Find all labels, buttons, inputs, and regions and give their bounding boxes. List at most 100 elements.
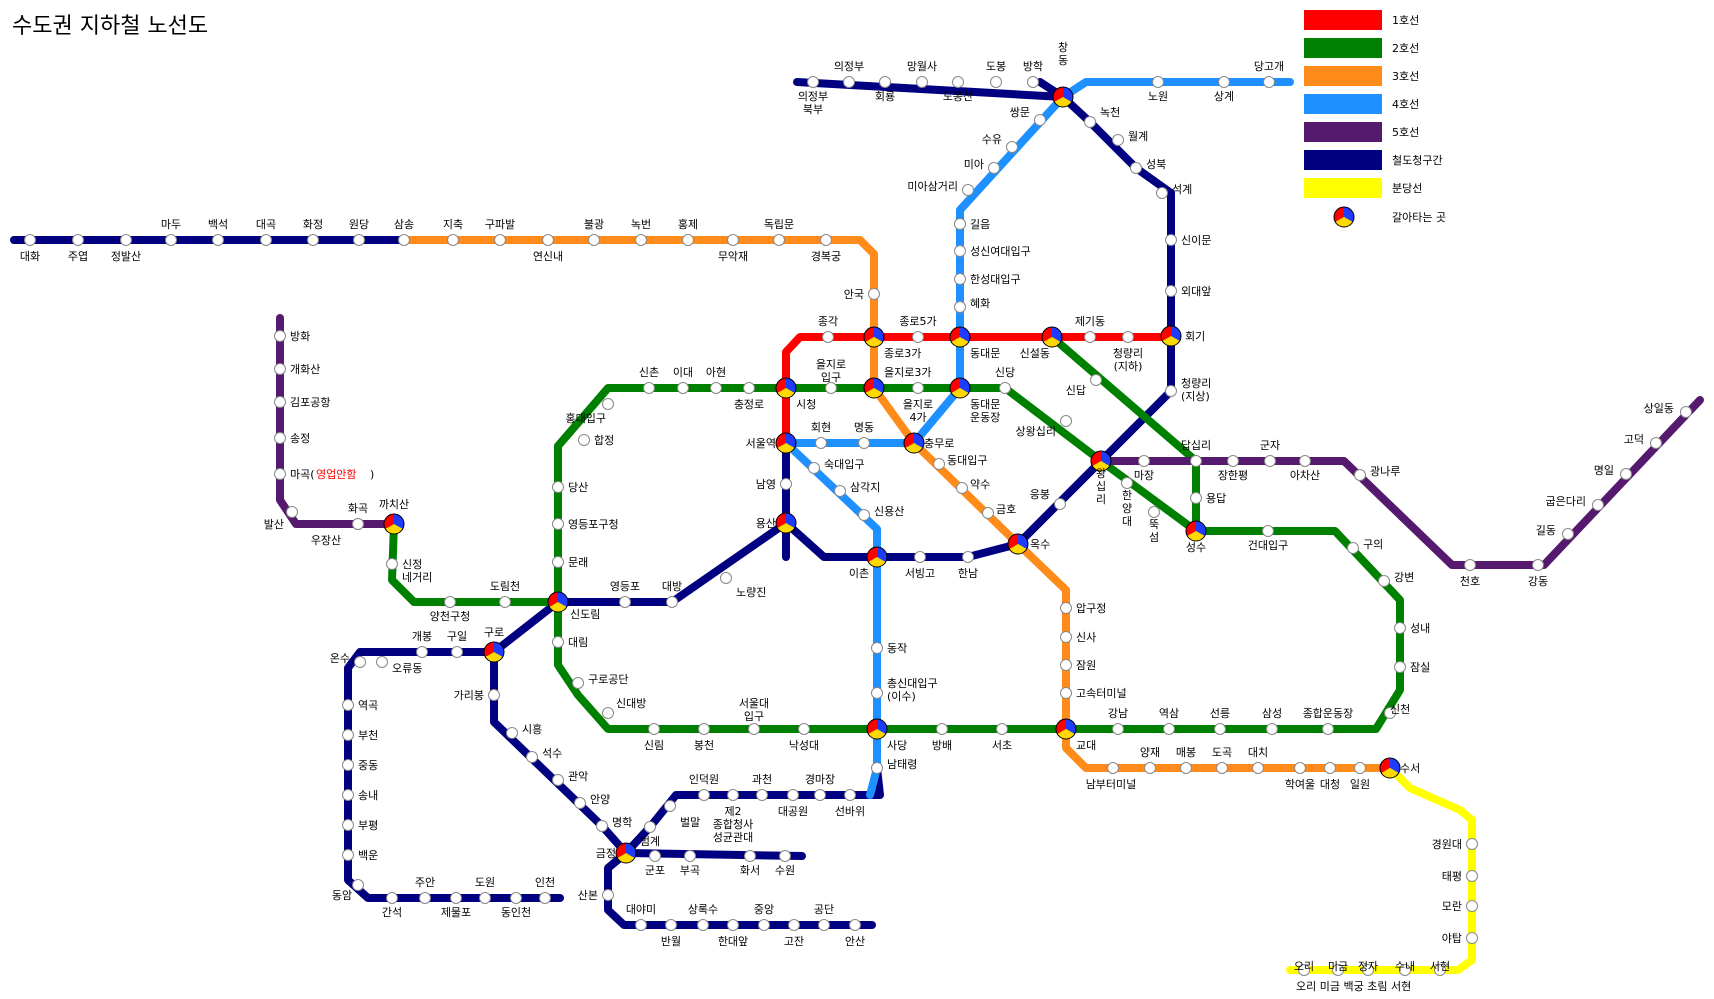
station-dot bbox=[398, 234, 410, 246]
station-label: 경복궁 bbox=[811, 250, 841, 263]
station-dot bbox=[1034, 114, 1046, 126]
line-path-l3 bbox=[400, 236, 1394, 772]
station-dot bbox=[1112, 134, 1124, 146]
station-dot bbox=[212, 234, 224, 246]
station-label: 학여울 bbox=[1285, 778, 1315, 791]
station-dot bbox=[748, 723, 760, 735]
station-dot bbox=[1394, 622, 1406, 634]
station-dot bbox=[644, 821, 656, 833]
station-label: 건대입구 bbox=[1248, 539, 1288, 552]
station-dot bbox=[1378, 575, 1390, 587]
station-dot bbox=[342, 819, 354, 831]
station-label: 상왕십리 bbox=[1016, 425, 1056, 438]
station-label: 교대 bbox=[1076, 739, 1096, 752]
station-dot bbox=[982, 507, 994, 519]
station-label: 중동 bbox=[358, 759, 378, 772]
station-dot bbox=[354, 656, 366, 668]
station-label: 성수 bbox=[1186, 541, 1206, 554]
station-dot bbox=[24, 234, 36, 246]
transfer-marker bbox=[775, 432, 797, 454]
station-dot bbox=[825, 382, 837, 394]
station-dot bbox=[1054, 498, 1066, 510]
station-dot bbox=[1190, 455, 1202, 467]
station-label: 망월사 bbox=[907, 60, 937, 73]
station-dot bbox=[1084, 116, 1096, 128]
transfer-marker bbox=[863, 326, 885, 348]
station-dot bbox=[120, 234, 132, 246]
station-dot bbox=[1138, 455, 1150, 467]
station-label: 동대문 bbox=[970, 347, 1000, 360]
station-dot bbox=[1332, 964, 1344, 976]
station-label: 태평 bbox=[1442, 870, 1462, 883]
station-dot bbox=[1354, 762, 1366, 774]
line-path-l2 bbox=[554, 384, 1404, 733]
station-label: 화서 bbox=[740, 864, 760, 877]
station-dot bbox=[871, 762, 883, 774]
station-label: 부평 bbox=[358, 819, 378, 832]
station-dot bbox=[933, 458, 945, 470]
station-label: 이대 bbox=[673, 366, 693, 379]
station-dot bbox=[416, 646, 428, 658]
station-label: 서초 bbox=[992, 739, 1012, 752]
station-dot bbox=[727, 919, 739, 931]
station-label: 문래 bbox=[568, 556, 588, 569]
station-dot bbox=[858, 509, 870, 521]
transfer-marker bbox=[775, 512, 797, 534]
station-label: 불광 bbox=[584, 218, 604, 231]
station-label: 동작 bbox=[887, 642, 907, 655]
station-label: 부곡 bbox=[680, 864, 700, 877]
station-label: 굽은다리 bbox=[1546, 495, 1586, 508]
station-dot bbox=[602, 398, 614, 410]
station-label: 신당 bbox=[995, 366, 1015, 379]
station-label: 홍대입구 bbox=[566, 411, 606, 425]
station-dot bbox=[450, 892, 462, 904]
station-dot bbox=[1394, 661, 1406, 673]
station-dot bbox=[664, 800, 676, 812]
station-label: 월계 bbox=[1128, 130, 1148, 143]
station-dot bbox=[552, 636, 564, 648]
station-label: 도곡 bbox=[1212, 746, 1232, 759]
station-dot bbox=[849, 919, 861, 931]
station-label: 노량진 bbox=[736, 586, 766, 599]
station-dot bbox=[1532, 559, 1544, 571]
station-label: 양재 bbox=[1140, 746, 1160, 759]
station-dot bbox=[1156, 187, 1168, 199]
station-label: 용답 bbox=[1206, 492, 1226, 505]
station-dot bbox=[1218, 76, 1230, 88]
station-label: 김포공항 bbox=[290, 396, 330, 409]
station-label: 주엽 bbox=[68, 250, 88, 263]
station-dot bbox=[1130, 162, 1142, 174]
station-label: 공단 bbox=[814, 903, 834, 916]
station-label: 길음 bbox=[970, 218, 990, 231]
station-label: 충무로 bbox=[924, 437, 954, 450]
station-dot bbox=[1165, 234, 1177, 246]
station-dot bbox=[165, 234, 177, 246]
station-label: 범계 bbox=[640, 835, 660, 848]
station-dot bbox=[1262, 525, 1274, 537]
station-label: 답십리 bbox=[1181, 439, 1211, 452]
station-label: 화정 bbox=[303, 218, 323, 231]
station-label: 독립문 bbox=[764, 218, 794, 231]
station-label: 청량리(지하) bbox=[1113, 347, 1143, 373]
station-dot bbox=[962, 184, 974, 196]
station-label: 야탑 bbox=[1442, 932, 1462, 945]
station-label: 의정부 bbox=[834, 60, 864, 73]
station-dot bbox=[780, 478, 792, 490]
station-dot bbox=[1148, 506, 1160, 518]
station-dot bbox=[488, 689, 500, 701]
station-dot bbox=[1680, 406, 1692, 418]
station-dot bbox=[274, 330, 286, 342]
station-label: 까치산 bbox=[379, 498, 409, 511]
station-dot bbox=[834, 485, 846, 497]
transfer-marker bbox=[949, 377, 971, 399]
legend-label: 4호선 bbox=[1392, 98, 1419, 111]
station-label: 안국 bbox=[844, 288, 864, 301]
station-dot bbox=[386, 892, 398, 904]
legend-transfer-label: 갈아타는 곳 bbox=[1392, 210, 1446, 224]
station-dot bbox=[1006, 141, 1018, 153]
station-label: 동암 bbox=[332, 889, 352, 902]
station-dot bbox=[274, 468, 286, 480]
station-label: 종각 bbox=[818, 315, 838, 328]
